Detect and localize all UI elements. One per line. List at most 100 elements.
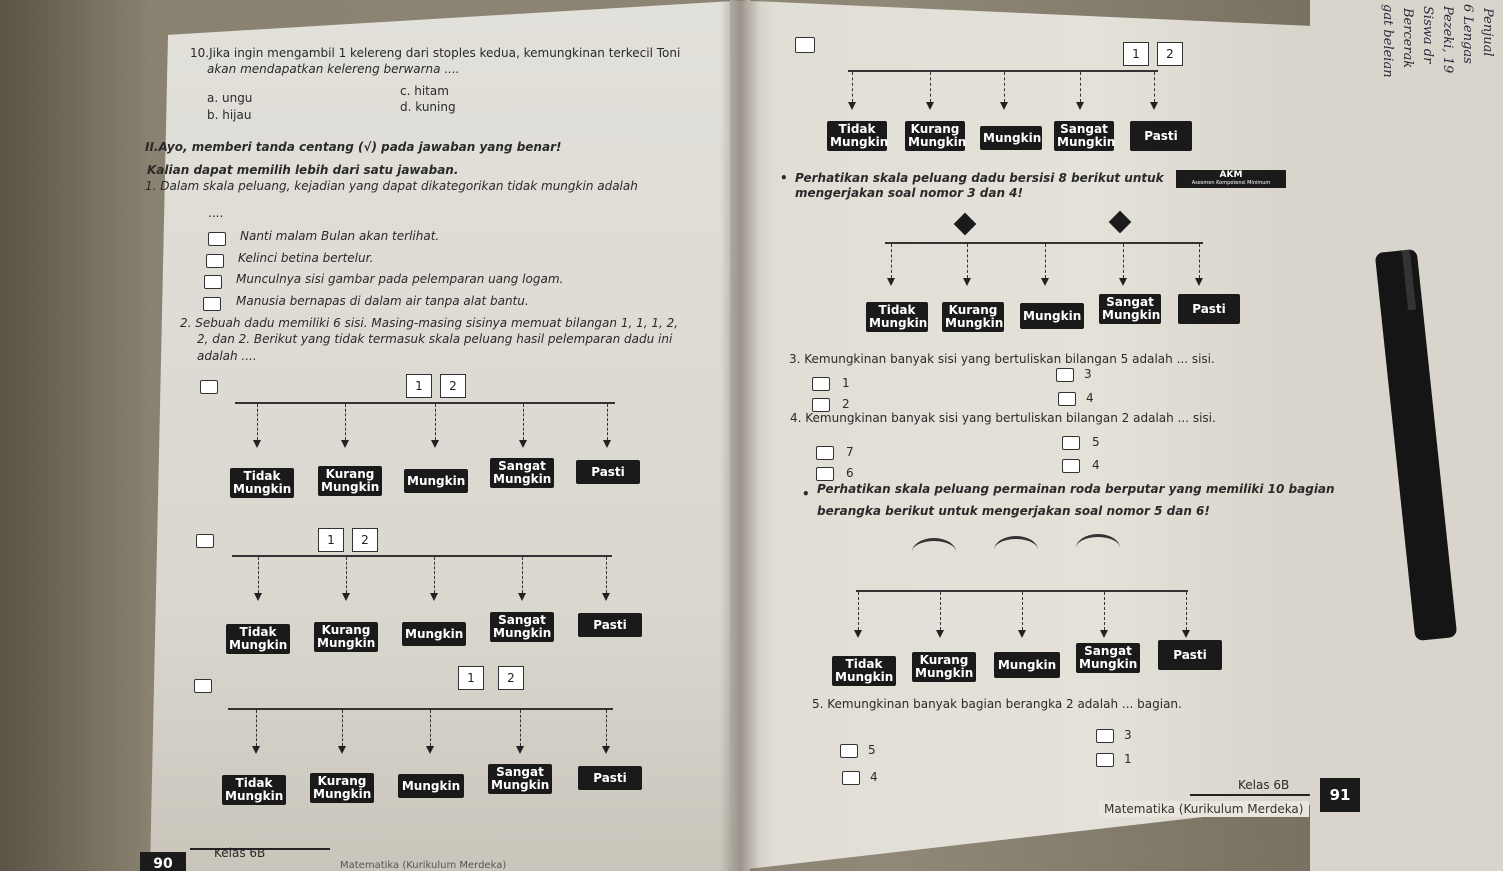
q2-line-3: adalah .... bbox=[197, 349, 257, 363]
q3-checkbox-4[interactable] bbox=[1058, 392, 1076, 406]
probability-scale-c bbox=[228, 708, 613, 818]
q1-checkbox-1[interactable] bbox=[208, 232, 226, 246]
akm-badge: AKM Asesmen Kompetensi Minimum bbox=[1176, 170, 1286, 188]
q3-option-3: 3 bbox=[1084, 367, 1092, 381]
label-pasti-c: Pasti bbox=[578, 766, 642, 790]
card-1: 1 bbox=[458, 666, 484, 690]
q3-option-1: 1 bbox=[842, 376, 850, 390]
card-2: 2 bbox=[440, 374, 466, 398]
handwriting-3: Pezeki, 19 bbox=[1440, 6, 1455, 74]
q5-checkbox-1[interactable] bbox=[840, 744, 858, 758]
q2-checkbox-d[interactable] bbox=[795, 37, 815, 53]
q4-option-4: 4 bbox=[1092, 458, 1100, 472]
wheel-1 bbox=[912, 538, 956, 566]
q3-checkbox-2[interactable] bbox=[812, 398, 830, 412]
q10-stem-1: 10.Jika ingin mengambil 1 kelereng dari … bbox=[190, 46, 681, 60]
label-mungkin-roda: Mungkin bbox=[994, 652, 1060, 678]
q4-checkbox-4[interactable] bbox=[1062, 459, 1080, 473]
dadu-intro-line-1: Perhatikan skala peluang dadu bersisi 8 … bbox=[795, 171, 1164, 185]
q1-checkbox-4[interactable] bbox=[203, 297, 221, 311]
probability-scale-d bbox=[848, 70, 1158, 180]
card-2: 2 bbox=[352, 528, 378, 552]
label-pasti-roda: Pasti bbox=[1158, 640, 1222, 670]
page-number-left: 90 bbox=[140, 852, 186, 871]
q5-checkbox-3[interactable] bbox=[1096, 729, 1114, 743]
roda-intro-line-1: Perhatikan skala peluang permainan roda … bbox=[817, 482, 1335, 496]
q5-option-3: 3 bbox=[1124, 728, 1132, 742]
q4-option-2: 6 bbox=[846, 466, 854, 480]
handwriting-5: Bercerak bbox=[1400, 8, 1415, 69]
q10-option-b: b. hijau bbox=[207, 108, 252, 122]
q5-stem: 5. Kemungkinan banyak bagian berangka 2 … bbox=[812, 697, 1182, 711]
handwriting-6: gat beleian bbox=[1380, 4, 1395, 78]
q5-option-4: 1 bbox=[1124, 752, 1132, 766]
q4-stem: 4. Kemungkinan banyak sisi yang bertulis… bbox=[790, 411, 1216, 425]
q1-dots: .... bbox=[208, 206, 224, 220]
q4-checkbox-1[interactable] bbox=[816, 446, 834, 460]
label-mungkin-d: Mungkin bbox=[980, 126, 1042, 150]
q10-option-d: d. kuning bbox=[400, 100, 456, 114]
q4-option-3: 5 bbox=[1092, 435, 1100, 449]
left-page bbox=[150, 0, 750, 871]
q5-checkbox-2[interactable] bbox=[842, 771, 860, 785]
wheel-2 bbox=[994, 536, 1038, 564]
q2-line-2: 2, dan 2. Berikut yang tidak termasuk sk… bbox=[197, 332, 673, 346]
section-2-subtitle: Kalian dapat memilih lebih dari satu jaw… bbox=[147, 163, 459, 177]
card-2: 2 bbox=[498, 666, 524, 690]
handwriting-4: Siswa dr bbox=[1420, 6, 1435, 64]
q1-checkbox-2[interactable] bbox=[206, 254, 224, 268]
q2-checkbox-b[interactable] bbox=[196, 534, 214, 548]
label-mungkin-a: Mungkin bbox=[404, 469, 468, 493]
q3-checkbox-1[interactable] bbox=[812, 377, 830, 391]
roda-intro-line-2: berangka berikut untuk mengerjakan soal … bbox=[817, 504, 1210, 518]
q2-checkbox-c[interactable] bbox=[194, 679, 212, 693]
curriculum-right: Matematika (Kurikulum Merdeka) bbox=[1098, 801, 1310, 817]
curriculum-left: Matematika (Kurikulum Merdeka) bbox=[340, 860, 507, 871]
card-1: 1 bbox=[318, 528, 344, 552]
q1-option-1: Nanti malam Bulan akan terlihat. bbox=[240, 229, 440, 243]
q2-checkbox-a[interactable] bbox=[200, 380, 218, 394]
class-label-right: Kelas 6B bbox=[1238, 778, 1290, 792]
q1-checkbox-3[interactable] bbox=[204, 275, 222, 289]
dadu-intro-line-2: mengerjakan soal nomor 3 dan 4! bbox=[795, 186, 1024, 200]
wheel-3 bbox=[1076, 534, 1120, 562]
q5-checkbox-4[interactable] bbox=[1096, 753, 1114, 767]
handwriting-1: Penjual bbox=[1480, 8, 1495, 57]
book-gutter bbox=[720, 0, 760, 871]
footer-rule-left bbox=[190, 848, 330, 850]
label-mungkin-c: Mungkin bbox=[398, 774, 464, 798]
q10-option-a: a. ungu bbox=[207, 91, 253, 105]
q4-checkbox-3[interactable] bbox=[1062, 436, 1080, 450]
section-2-title: II.Ayo, memberi tanda centang (√) pada j… bbox=[145, 140, 562, 154]
label-pasti-a: Pasti bbox=[576, 460, 640, 484]
q1-option-4: Manusia bernapas di dalam air tanpa alat… bbox=[236, 294, 529, 308]
q1-stem: 1. Dalam skala peluang, kejadian yang da… bbox=[145, 179, 638, 193]
label-pasti-dadu: Pasti bbox=[1178, 294, 1240, 324]
page-number-right: 91 bbox=[1320, 778, 1360, 812]
dadu-bullet: • bbox=[780, 171, 788, 185]
q3-stem: 3. Kemungkinan banyak sisi yang bertulis… bbox=[789, 352, 1215, 366]
card-1: 1 bbox=[406, 374, 432, 398]
q1-option-2: Kelinci betina bertelur. bbox=[238, 251, 374, 265]
footer-rule-right bbox=[1190, 794, 1310, 796]
q3-checkbox-3[interactable] bbox=[1056, 368, 1074, 382]
probability-scale-a bbox=[235, 402, 615, 512]
handwriting-2: 6 Lengas bbox=[1460, 4, 1475, 64]
q4-checkbox-2[interactable] bbox=[816, 467, 834, 481]
